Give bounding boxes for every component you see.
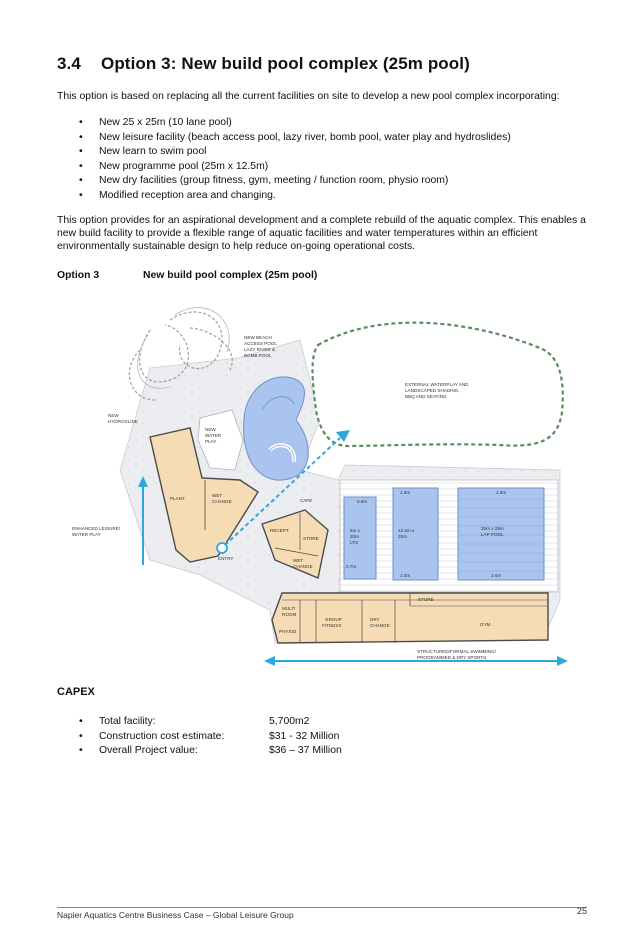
reception-building	[261, 509, 329, 579]
plan-label: 20m	[350, 534, 359, 539]
footer-text: Napier Aquatics Centre Business Case – G…	[57, 910, 294, 920]
plan-label: EXTERNAL WATERPLAY AND	[405, 382, 469, 387]
feature-list: New 25 x 25m (10 lane pool) New leisure …	[57, 116, 511, 203]
plan-label: PHYSIO	[279, 629, 297, 634]
plan-label: WATER PLAY	[72, 532, 101, 537]
plan-label: GROUP	[325, 617, 342, 622]
plan-label: LANDSCAPED SHADING,	[405, 388, 460, 393]
plan-label: LTS	[350, 540, 358, 545]
plan-label: PROGRAMMED & DRY SPORTS	[417, 655, 486, 660]
plan-label: 0.7m	[346, 564, 356, 569]
capex-value: 5,700m2	[269, 716, 310, 727]
plan-label: 1.0m	[400, 573, 410, 578]
plan-label: 0.9m	[357, 499, 367, 504]
plan-label: CHANGE	[293, 564, 313, 569]
plan-label: WET	[293, 558, 303, 563]
feature-item: New learn to swim pool	[57, 145, 511, 160]
site-plan: NEW BEACH ACCESS POOL LAZY RIVER & BOMB …	[72, 307, 568, 666]
hydroslide	[128, 311, 233, 401]
plan-label: 1.8m	[496, 490, 506, 495]
programme-pool	[392, 487, 439, 581]
plan-label: 1.8m	[400, 490, 410, 495]
capex-label: Construction cost estimate:	[99, 730, 225, 742]
beach-access-pool	[242, 376, 309, 481]
capex-list: Total facility: 5,700m2 Construction cost…	[57, 715, 499, 759]
capex-item: Overall Project value: $36 – 37 Million	[57, 744, 499, 759]
plan-label: WATER	[205, 433, 222, 438]
capex-heading: CAPEX	[57, 686, 95, 698]
plan-label: PLANT	[170, 496, 185, 501]
plan-label: DRY	[370, 617, 380, 622]
feature-item: New leisure facility (beach access pool,…	[57, 131, 511, 146]
lap-pool	[457, 487, 545, 581]
plan-label: ACCESS POOL	[244, 341, 277, 346]
section-number: 3.4	[57, 54, 81, 73]
plan-label: GYM	[480, 622, 491, 627]
lts-pool	[343, 496, 377, 580]
plan-label: CAFE	[300, 498, 312, 503]
summary-paragraph: This option provides for an aspirational…	[57, 215, 586, 252]
plan-label: CHANGE	[212, 499, 232, 504]
section-heading: 3.4 Option 3: New build pool complex (25m…	[57, 54, 470, 74]
plan-label: NEW BEACH	[244, 335, 272, 340]
feature-item: New 25 x 25m (10 lane pool)	[57, 116, 511, 131]
waterplay-arrow	[224, 437, 341, 546]
plan-label: FITNESS	[322, 623, 341, 628]
plan-label: LAP POOL	[481, 532, 504, 537]
plan-label: HYDROSLIDE	[108, 419, 138, 424]
capex-item: Total facility: 5,700m2	[57, 715, 499, 730]
plan-label: ROOM	[282, 612, 296, 617]
intro-paragraph: This option is based on replacing all th…	[57, 91, 560, 102]
capex-label: Total facility:	[99, 716, 156, 727]
plan-label: MULTI	[282, 606, 295, 611]
dry-facilities-building	[271, 592, 549, 644]
plan-label: STRUCTURED/FORMAL SWIMMING/	[417, 649, 497, 654]
new-water-play-area	[197, 409, 244, 471]
plan-label: STORE	[303, 536, 319, 541]
feature-item: Modified reception area and changing.	[57, 189, 511, 204]
plan-label: 12.5m x	[398, 528, 415, 533]
plan-label: PLAY	[205, 439, 216, 444]
plan-label: 2.0m	[491, 573, 501, 578]
plan-label: NEW	[108, 413, 119, 418]
plan-label: STORE	[418, 597, 434, 602]
section-title: Option 3: New build pool complex (25m po…	[101, 54, 470, 73]
plan-label: ENTRY	[218, 556, 234, 561]
plant-building	[149, 427, 259, 563]
capex-item: Construction cost estimate: $31 - 32 Mill…	[57, 730, 499, 745]
figure-caption-title: New build pool complex (25m pool)	[143, 270, 318, 281]
plan-label: NEW	[205, 427, 216, 432]
feature-item: New dry facilities (group fitness, gym, …	[57, 174, 511, 189]
capex-value: $36 – 37 Million	[269, 745, 342, 756]
external-waterplay-boundary	[311, 321, 564, 448]
page-number: 25	[576, 906, 587, 916]
plan-label: 25m x 25m	[481, 526, 504, 531]
plan-label: LAZY RIVER &	[244, 347, 275, 352]
figure-caption-label: Option 3	[57, 270, 100, 281]
plan-label: 5m x	[350, 528, 361, 533]
plan-label: CHANGE	[370, 623, 390, 628]
capex-label: Overall Project value:	[99, 745, 198, 756]
entry-marker	[216, 542, 228, 554]
plan-label: BBQ AND SEATING	[405, 394, 447, 399]
plan-label: WET	[212, 493, 222, 498]
figure-caption: Option 3 New build pool complex (25m poo…	[57, 270, 317, 281]
footer-rule	[57, 907, 587, 908]
plan-label: BOMB POOL	[244, 353, 272, 358]
plan-label: 25m	[398, 534, 407, 539]
feature-item: New programme pool (25m x 12.5m)	[57, 160, 511, 175]
capex-value: $31 - 32 Million	[269, 730, 340, 742]
plan-label: RECEPT.	[270, 528, 289, 533]
plan-label: ENHANCED LEISURE/	[72, 526, 121, 531]
